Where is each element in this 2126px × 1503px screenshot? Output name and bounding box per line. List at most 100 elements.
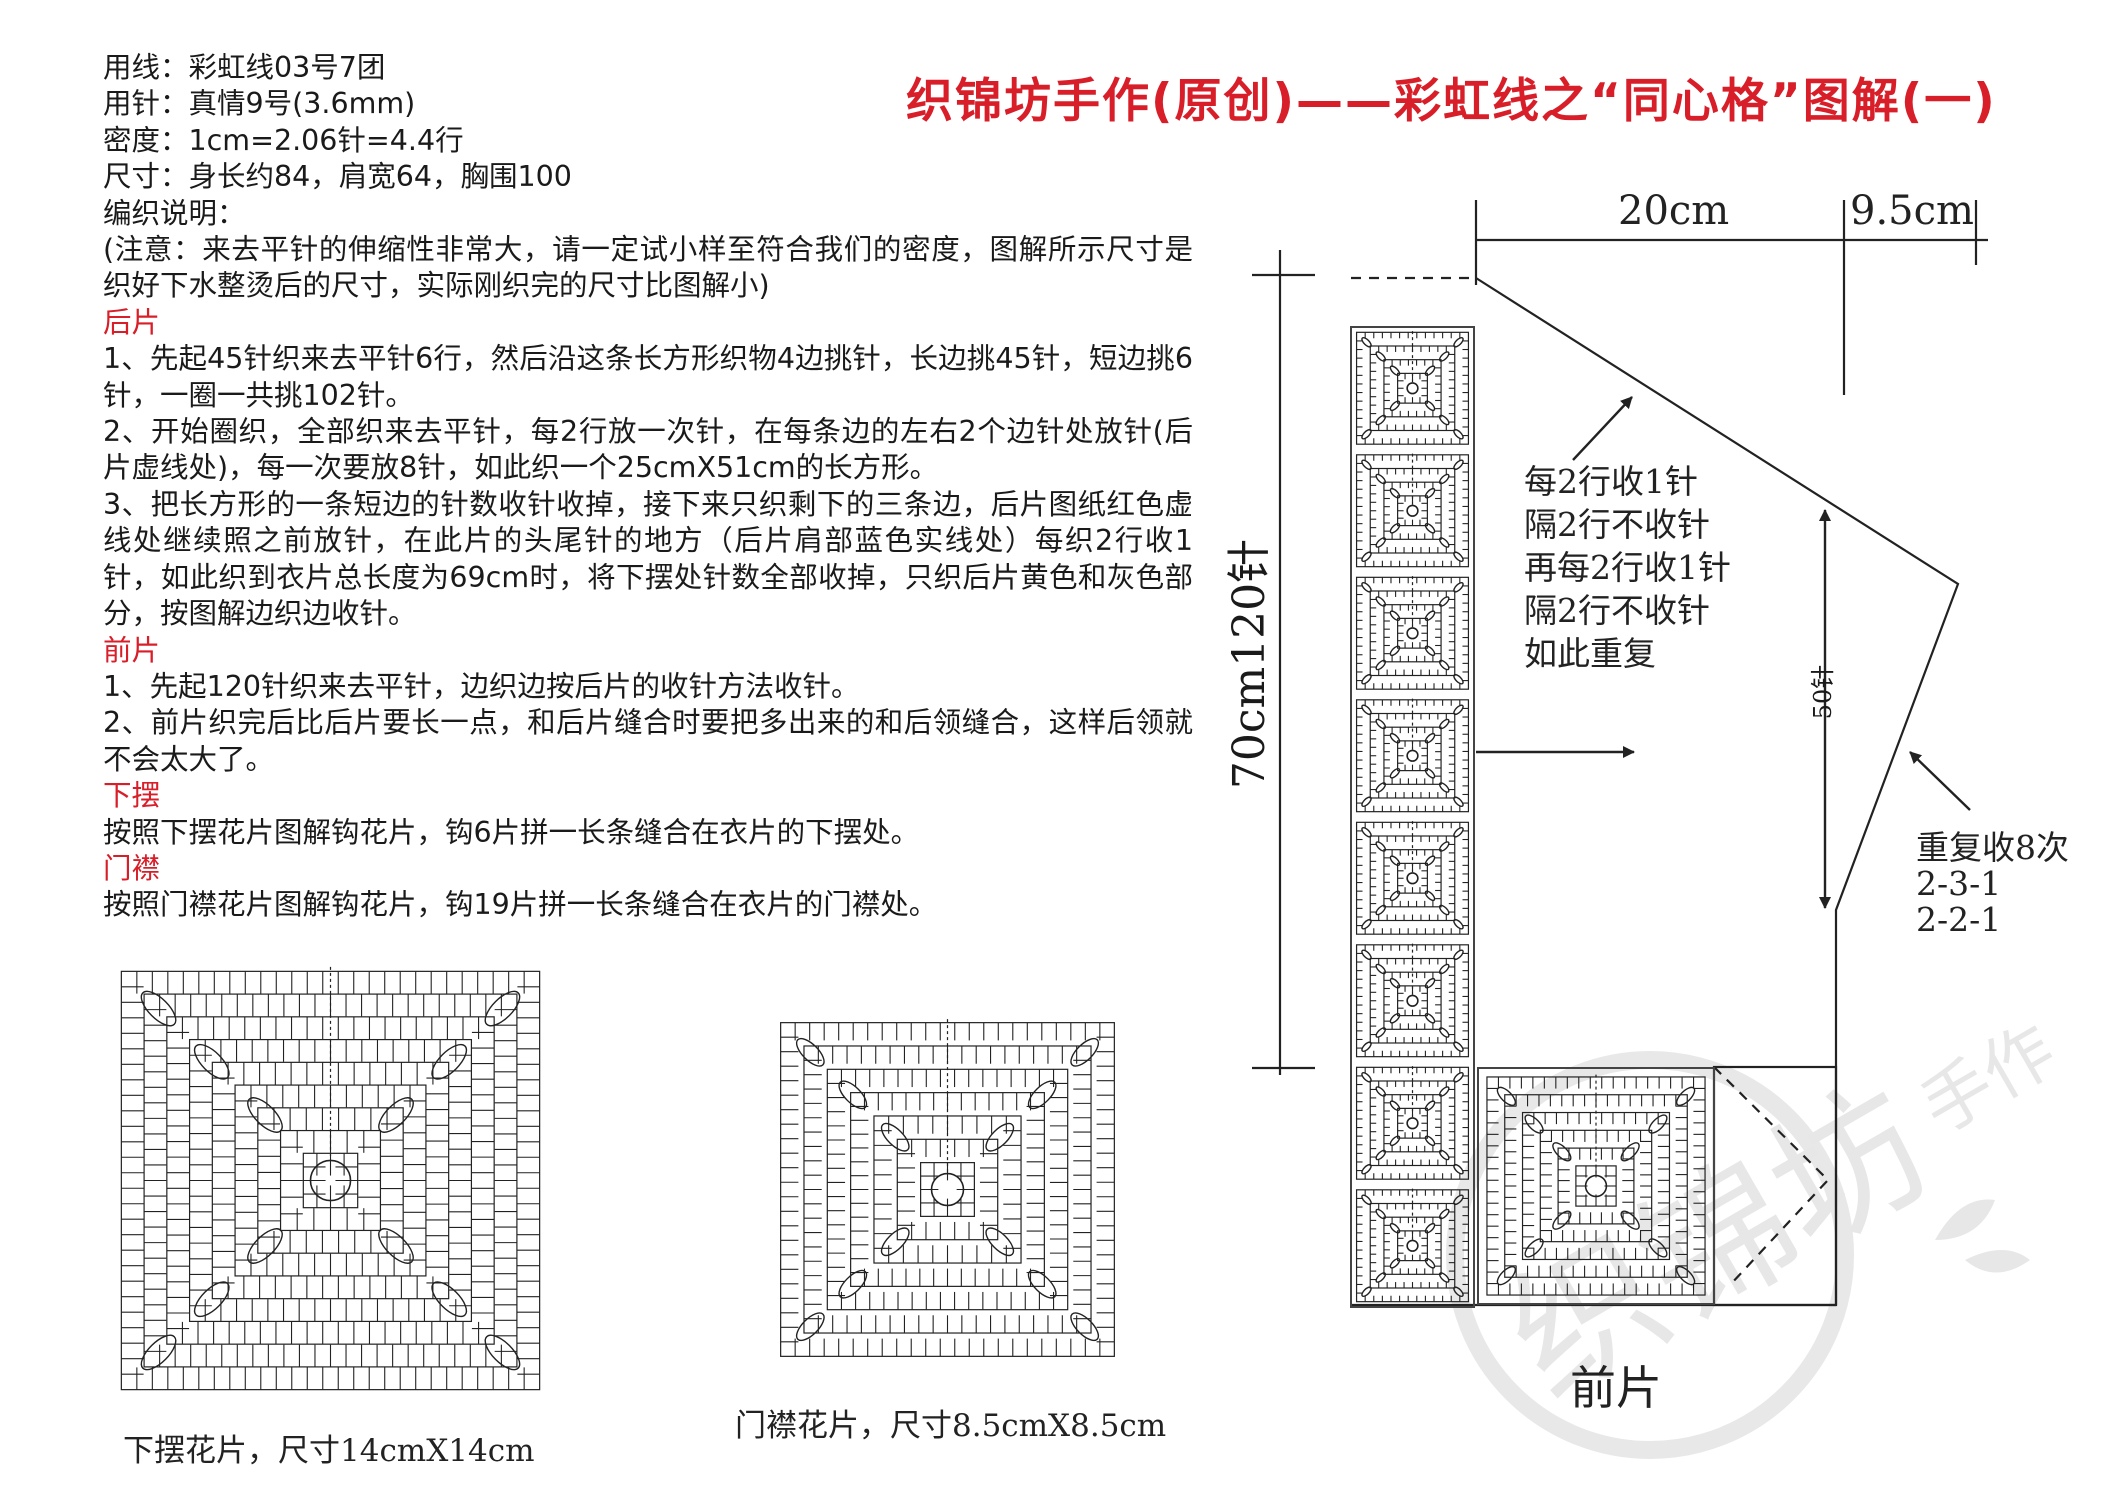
hem-corner-dashed — [1713, 1066, 1830, 1286]
center-ring — [1406, 1117, 1419, 1130]
center-ring — [1406, 749, 1419, 762]
decrease-note-line: 每2行收1针 — [1524, 462, 1698, 501]
chain-loop — [1424, 855, 1436, 867]
motif-round — [120, 970, 541, 1391]
decrease-arrow — [1572, 396, 1633, 461]
gauge-line: 密度：1cm=2.06针=4.4行 — [103, 123, 464, 157]
chain-loop — [838, 1269, 868, 1299]
decrease-note-line: 再每2行收1针 — [1524, 548, 1731, 587]
chain-loop — [1361, 459, 1372, 471]
chain-loop — [484, 1334, 521, 1371]
motif-round — [211, 1061, 450, 1300]
chain-loop — [985, 1227, 1015, 1257]
chain-loop — [484, 990, 521, 1027]
motif-round — [166, 1016, 495, 1345]
chain-loop — [1453, 949, 1464, 961]
chain-loop — [1389, 1257, 1401, 1269]
chain-loop — [1361, 1071, 1372, 1083]
chain-loop — [1375, 718, 1387, 730]
motif-round — [803, 1045, 1092, 1334]
chain-loop — [1675, 1265, 1696, 1286]
chain-loop — [1453, 673, 1464, 685]
chain-loop — [140, 990, 177, 1027]
back-heading: 后片 — [103, 305, 161, 339]
chain-loop — [1389, 522, 1401, 534]
chain-loop — [1361, 1163, 1372, 1175]
needle-line: 用针：真情9号(3.6mm) — [103, 87, 416, 121]
garment-outline — [1351, 276, 1960, 1307]
chain-loop — [1361, 428, 1372, 440]
chain-loop — [1389, 855, 1401, 867]
watermark-main-text: 织锦坊 — [1480, 1055, 1957, 1431]
chain-loop — [1438, 414, 1450, 426]
chain-loop — [1389, 1012, 1401, 1024]
hem-motif-on-garment — [1477, 1067, 1715, 1305]
chain-loop — [1424, 610, 1436, 622]
placket-text: 按照门襟花片图解钩花片，钩19片拼一长条缝合在衣片的门襟处。 — [103, 888, 938, 922]
chain-loop — [1361, 1041, 1372, 1053]
yarn-line: 用线：彩虹线03号7团 — [103, 51, 386, 84]
chain-loop — [880, 1122, 910, 1152]
motif-round — [1383, 1094, 1442, 1153]
chain-loop — [1438, 1208, 1450, 1220]
chain-loop — [1070, 1312, 1100, 1342]
chain-loop — [1453, 336, 1464, 348]
chain-loop — [1375, 1149, 1387, 1161]
placket-motif-caption: 门襟花片，尺寸8.5cmX8.5cm — [735, 1408, 1167, 1444]
placket-strip-outline — [1350, 326, 1475, 1308]
chain-loop — [431, 1043, 468, 1080]
diagram-arrows — [1476, 396, 1971, 909]
chain-loop — [838, 1080, 868, 1110]
chain-loop — [1389, 732, 1401, 744]
chain-loop — [1648, 1114, 1668, 1134]
motif-round — [1369, 1080, 1456, 1167]
chain-loop — [1438, 473, 1450, 485]
chain-loop — [1453, 826, 1464, 838]
chain-loop — [1361, 1286, 1372, 1298]
repeat-note-line: 2-3-1 — [1916, 864, 2002, 903]
motif-round — [1369, 467, 1456, 554]
chain-loop — [1361, 918, 1372, 930]
chain-loop — [1375, 596, 1387, 607]
chain-loop — [795, 1312, 825, 1342]
placket-motif-group — [1355, 331, 1470, 1303]
motif-round — [1369, 590, 1456, 677]
chain-loop — [1375, 963, 1387, 975]
chain-loop — [1375, 1208, 1387, 1220]
chain-loop — [1424, 732, 1436, 744]
motif-round — [1369, 835, 1456, 922]
chain-loop — [1361, 704, 1372, 716]
chain-loop — [1438, 963, 1450, 975]
hem-motif-chart — [120, 966, 541, 1391]
chain-loop — [1361, 826, 1372, 838]
hem-motif-mini — [1486, 1074, 1706, 1296]
center-ring — [1406, 872, 1419, 885]
back-step-1: 1、先起45针织来去平针6行，然后沿这条长方形织物4边挑针，长边挑45针，短边挑… — [103, 342, 1193, 412]
chain-loop — [1453, 581, 1464, 593]
chain-loop — [1424, 522, 1436, 534]
chain-loop — [1375, 414, 1387, 426]
chain-loop — [1424, 1135, 1436, 1147]
chain-loop — [1552, 1142, 1572, 1162]
chain-loop — [1424, 1012, 1436, 1024]
chain-loop — [795, 1037, 825, 1067]
chain-loop — [1389, 610, 1401, 622]
chain-loop — [1424, 1222, 1436, 1234]
chain-loop — [1070, 1037, 1100, 1067]
chain-loop — [1453, 796, 1464, 808]
chain-loop — [1424, 400, 1436, 412]
chain-loop — [1438, 718, 1450, 730]
placket-motif-chart — [780, 1019, 1115, 1357]
center-ring — [1584, 1174, 1608, 1198]
chain-loop — [247, 1097, 283, 1133]
repeat-arrow — [1909, 751, 1971, 811]
decrease-note-line: 如此重复 — [1524, 634, 1656, 673]
chain-loop — [1361, 673, 1372, 685]
chain-loop — [247, 1228, 283, 1264]
chain-loop — [1361, 949, 1372, 961]
motif-round — [1383, 971, 1442, 1030]
back-step-3: 3、把长方形的一条短边的针数收针收掉，接下来只织剩下的三条边，后片图纸红色虚线处… — [103, 487, 1193, 631]
motif-round — [1369, 712, 1456, 799]
chain-loop — [1438, 537, 1450, 548]
